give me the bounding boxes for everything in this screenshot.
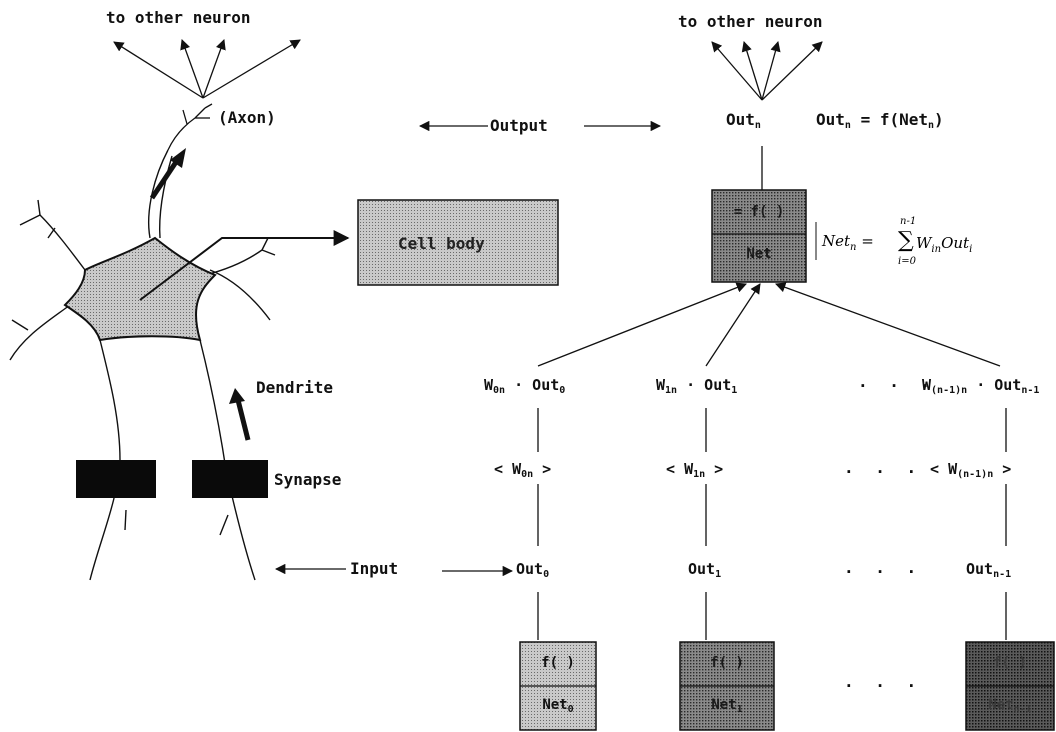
neuron-cell xyxy=(9,149,276,581)
input-label: Input xyxy=(350,559,399,578)
out-1: Out1 xyxy=(688,560,722,580)
unit-1-f: f( ) xyxy=(710,655,744,671)
unit-0-net: Net0 xyxy=(542,697,574,715)
top-neuron-unit xyxy=(711,189,807,283)
axon-terminal xyxy=(167,103,213,151)
net-formula-upper: n-1 xyxy=(900,216,917,227)
dendrite-label: Dendrite xyxy=(256,378,334,397)
unit-0-f: f( ) xyxy=(541,655,575,671)
synapse-block-left xyxy=(76,460,156,498)
bottom-unit-1 xyxy=(679,641,775,731)
ellipsis-weights: · · · xyxy=(844,462,923,481)
converging-input-arrows xyxy=(537,282,1001,367)
weight-1: < W1n > xyxy=(666,460,724,480)
sum-symbol: ∑ xyxy=(898,228,914,253)
cell-body-label: Cell body xyxy=(398,234,485,253)
weight-n-1: < W(n-1)n > xyxy=(930,460,1012,480)
cell-body-soma xyxy=(63,236,217,342)
synapse-label: Synapse xyxy=(274,470,342,489)
unit-n-1-f: f( ) xyxy=(993,655,1027,671)
weight-0: < W0n > xyxy=(494,460,552,480)
column-connectors xyxy=(537,408,1007,640)
out-0: Out0 xyxy=(516,560,550,580)
to-other-neuron-right: to other neuron xyxy=(678,12,823,31)
ellipsis-weighted: · · · xyxy=(858,376,937,395)
bottom-unit-0 xyxy=(519,641,597,731)
weighted-input-1: W1n · Out1 xyxy=(656,376,738,396)
to-other-neuron-left: to other neuron xyxy=(106,8,251,27)
input-arrows xyxy=(274,563,514,577)
axon-label: (Axon) xyxy=(218,108,276,127)
soma-to-cell-body-arrow xyxy=(139,230,350,301)
net-formula-lower: i=0 xyxy=(898,256,916,267)
weighted-input-n-1: W(n-1)n · Outn-1 xyxy=(922,376,1040,396)
output-label: Output xyxy=(490,116,548,135)
out-n-1: Outn-1 xyxy=(966,560,1012,580)
top-unit-f-label: = f( ) xyxy=(733,204,785,220)
unit-1-net: Net1 xyxy=(711,697,743,715)
cell-body-box xyxy=(357,199,559,286)
activation-equation: Outn = f(Netn) xyxy=(816,110,944,131)
bottom-unit-n-1 xyxy=(965,641,1055,731)
net-formula-term: WinOuti xyxy=(916,234,973,255)
weighted-input-0: W0n · Out0 xyxy=(484,376,566,396)
top-unit-net-label: Net xyxy=(746,246,772,262)
dendrite-direction-arrow xyxy=(229,388,251,441)
axon-direction-arrow xyxy=(149,148,186,200)
out-n-label: Outn xyxy=(726,110,761,131)
net-formula-lhs: Netn = xyxy=(822,232,874,253)
ellipsis-units: · · · xyxy=(844,676,923,695)
synapse-block-right xyxy=(192,460,268,498)
out-n-arrows xyxy=(711,40,823,101)
axon-output-arrows xyxy=(113,39,301,99)
ellipsis-outs: · · · xyxy=(844,562,923,581)
unit-n-1-net: Netn-1 xyxy=(988,697,1032,715)
